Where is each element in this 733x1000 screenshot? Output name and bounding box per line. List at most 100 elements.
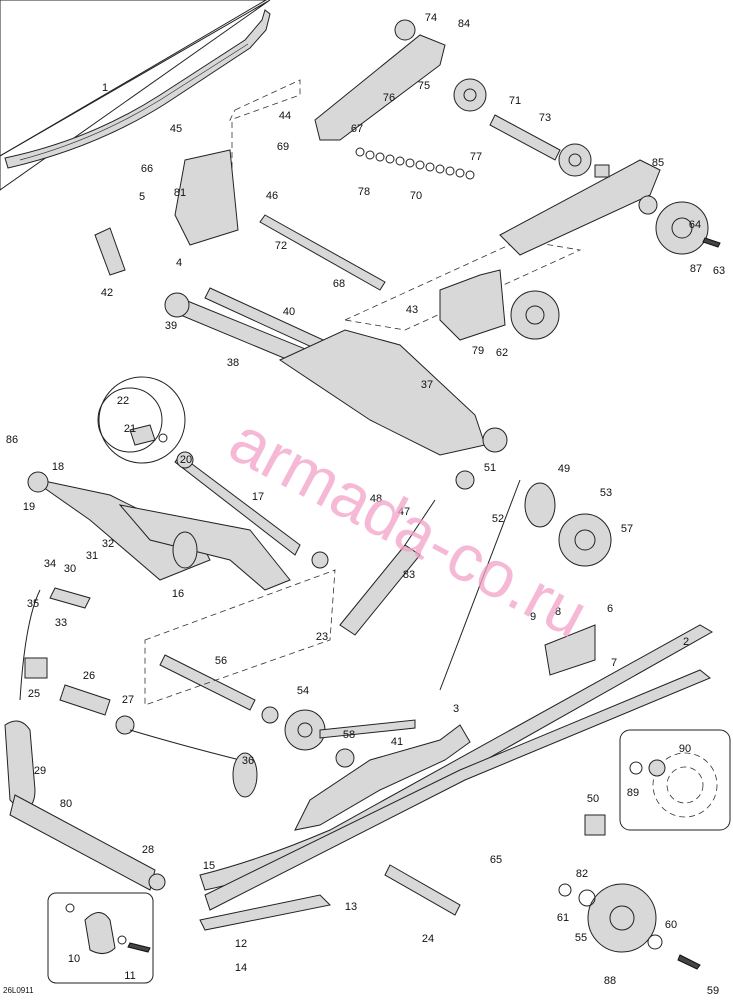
callout-label: 69 — [277, 141, 289, 153]
callout-label: 60 — [665, 919, 677, 931]
callout-label: 44 — [279, 110, 291, 122]
callout-label: 78 — [358, 186, 370, 198]
callout-label: 58 — [343, 729, 355, 741]
callout-label: 61 — [557, 912, 569, 924]
callout-label: 68 — [333, 278, 345, 290]
callout-label: 24 — [422, 933, 434, 945]
callout-label: 49 — [558, 463, 570, 475]
callout-label: 63 — [713, 265, 725, 277]
callout-label: 37 — [421, 379, 433, 391]
inset-bearing — [619, 729, 731, 831]
callout-label: 30 — [64, 563, 76, 575]
callout-label: 20 — [180, 454, 192, 466]
callout-label: 62 — [496, 347, 508, 359]
upper-rear-assembly — [94, 19, 721, 341]
callout-label: 12 — [235, 938, 247, 950]
callout-label: 40 — [283, 306, 295, 318]
callout-label: 33 — [55, 617, 67, 629]
callout-label: 5 — [139, 191, 145, 203]
callout-label: 11 — [124, 970, 135, 982]
callout-label: 22 — [117, 395, 129, 407]
inset-bumper — [47, 892, 154, 984]
callout-label: 76 — [383, 92, 395, 104]
callout-label: 32 — [102, 538, 114, 550]
callout-label: 19 — [23, 501, 35, 513]
callout-label: 39 — [165, 320, 177, 332]
callout-label: 88 — [604, 975, 616, 987]
callout-label: 29 — [34, 765, 46, 777]
callout-label: 51 — [484, 462, 496, 474]
callout-labels: 1 2 3 4 5 6 7 8 9 10 11 12 13 14 15 16 1… — [6, 12, 725, 997]
callout-label: 4 — [176, 257, 182, 269]
callout-label: 73 — [539, 112, 551, 124]
callout-label: 34 — [44, 558, 56, 570]
callout-label: 42 — [101, 287, 113, 299]
callout-label: 86 — [6, 434, 18, 446]
callout-label: 3 — [453, 703, 459, 715]
callout-label: 14 — [235, 962, 247, 974]
callout-label: 47 — [398, 506, 410, 518]
callout-label: 72 — [275, 240, 287, 252]
callout-label: 50 — [587, 793, 599, 805]
main-rails — [199, 624, 714, 931]
callout-label: 45 — [170, 123, 182, 135]
callout-label: 46 — [266, 190, 278, 202]
callout-label: 21 — [124, 423, 136, 435]
callout-label: 31 — [86, 550, 98, 562]
callout-label: 9 — [530, 611, 536, 623]
lower-wheel — [558, 883, 701, 970]
callout-label: 67 — [351, 123, 363, 135]
callout-label: 82 — [576, 868, 588, 880]
callout-label: 57 — [621, 523, 633, 535]
callout-label: 27 — [122, 694, 134, 706]
callout-label: 6 — [607, 603, 613, 615]
callout-label: 90 — [679, 743, 691, 755]
inset-circle-22 — [98, 376, 186, 464]
callout-label: 56 — [215, 655, 227, 667]
rail-inset — [0, 0, 271, 191]
diagram-code: 26L0911 — [3, 986, 34, 995]
callout-label: 54 — [297, 685, 309, 697]
front-arm — [27, 387, 329, 591]
callout-label: 48 — [370, 493, 382, 505]
callout-label: 64 — [689, 219, 701, 231]
callout-label: 13 — [345, 901, 357, 913]
callout-label: 80 — [60, 798, 72, 810]
callout-label: 35 — [27, 598, 39, 610]
callout-label: 74 — [425, 12, 437, 24]
callout-label: 81 — [174, 187, 186, 199]
callout-label: 77 — [470, 151, 482, 163]
callout-label: 1 — [102, 82, 108, 94]
callout-label: 26 — [83, 670, 95, 682]
callout-label: 28 — [142, 844, 154, 856]
callout-label: 7 — [611, 657, 617, 669]
callout-label: 59 — [707, 985, 719, 997]
callout-label: 10 — [68, 953, 80, 965]
callout-label: 65 — [490, 854, 502, 866]
callout-label: 71 — [509, 95, 521, 107]
callout-label: 79 — [472, 345, 484, 357]
callout-label: 16 — [172, 588, 184, 600]
cross-frame — [164, 287, 508, 456]
callout-label: 89 — [627, 787, 639, 799]
callout-label: 36 — [242, 755, 254, 767]
callout-label: 41 — [391, 736, 403, 748]
callout-label: 17 — [252, 491, 264, 503]
callout-label: 18 — [52, 461, 64, 473]
shock-spring — [339, 470, 612, 691]
callout-label: 43 — [406, 304, 418, 316]
callout-label: 85 — [652, 157, 664, 169]
callout-label: 75 — [418, 80, 430, 92]
callout-label: 15 — [203, 860, 215, 872]
callout-label: 55 — [575, 932, 587, 944]
callout-label: 2 — [683, 636, 689, 648]
callout-label: 83 — [403, 569, 415, 581]
callout-label: 8 — [555, 606, 561, 618]
callout-label: 84 — [458, 18, 470, 30]
callout-label: 66 — [141, 163, 153, 175]
callout-label: 25 — [28, 688, 40, 700]
callout-label: 52 — [492, 513, 504, 525]
lower-left-assembly — [4, 569, 416, 891]
callout-label: 53 — [600, 487, 612, 499]
